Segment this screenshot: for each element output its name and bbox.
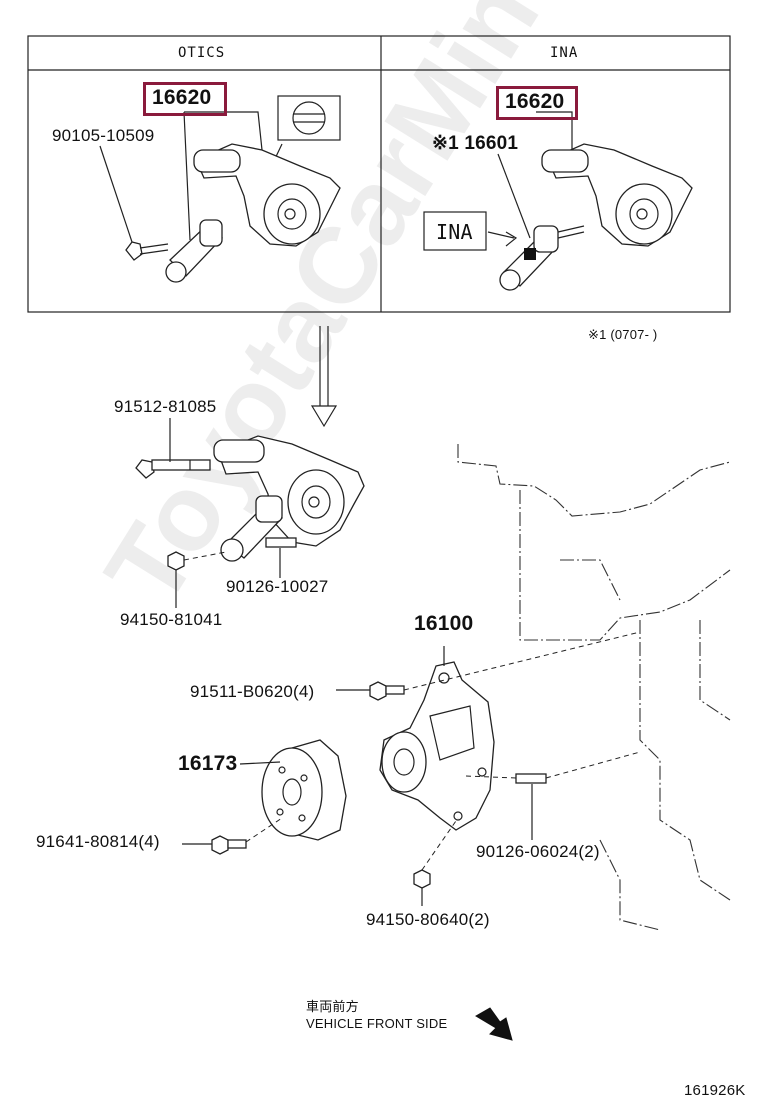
footnote: ※1 (0707- ) [588, 327, 658, 342]
part-number-90105-10509[interactable]: 90105-10509 [52, 126, 155, 145]
part-number-90126-06024[interactable]: 90126-06024(2) [476, 842, 600, 861]
part-number-91511-b0620[interactable]: 91511-B0620(4) [190, 682, 315, 701]
tensioner-assembly [135, 418, 365, 608]
part-number-16173[interactable]: 16173 [178, 752, 238, 775]
direction-note-en: VEHICLE FRONT SIDE [306, 1016, 448, 1031]
water-pump [336, 631, 641, 906]
ina-tensioner-drawing [423, 111, 693, 291]
table-header-ina: INA [550, 45, 579, 61]
part-number-91641-80814[interactable]: 91641-80814(4) [36, 832, 160, 851]
engine-block-outline [457, 444, 731, 931]
part-number-16620-otics[interactable]: 16620 [152, 86, 212, 109]
part-number-94150-81041[interactable]: 94150-81041 [120, 610, 223, 629]
diagram-code: 161926K [684, 1082, 746, 1099]
otics-tensioner-drawing [99, 95, 341, 283]
part-number-16601[interactable]: ※1 16601 [432, 133, 519, 154]
vehicle-front-arrow-icon [475, 1007, 513, 1041]
table-header-otics: OTICS [178, 45, 226, 61]
part-number-16620-ina[interactable]: 16620 [505, 90, 565, 113]
down-arrow-icon [310, 326, 338, 428]
highlight-box-ina [496, 86, 578, 120]
part-number-91512-81085[interactable]: 91512-81085 [114, 397, 217, 416]
part-number-94150-80640[interactable]: 94150-80640(2) [366, 910, 490, 929]
variant-table [27, 35, 731, 313]
direction-note-jp: 車両前方 [306, 999, 359, 1014]
part-number-90126-10027[interactable]: 90126-10027 [226, 577, 329, 596]
part-number-16100[interactable]: 16100 [414, 612, 474, 635]
highlight-box-otics [143, 82, 227, 116]
ina-label: INA [436, 220, 473, 244]
water-pump-pulley [182, 739, 347, 855]
